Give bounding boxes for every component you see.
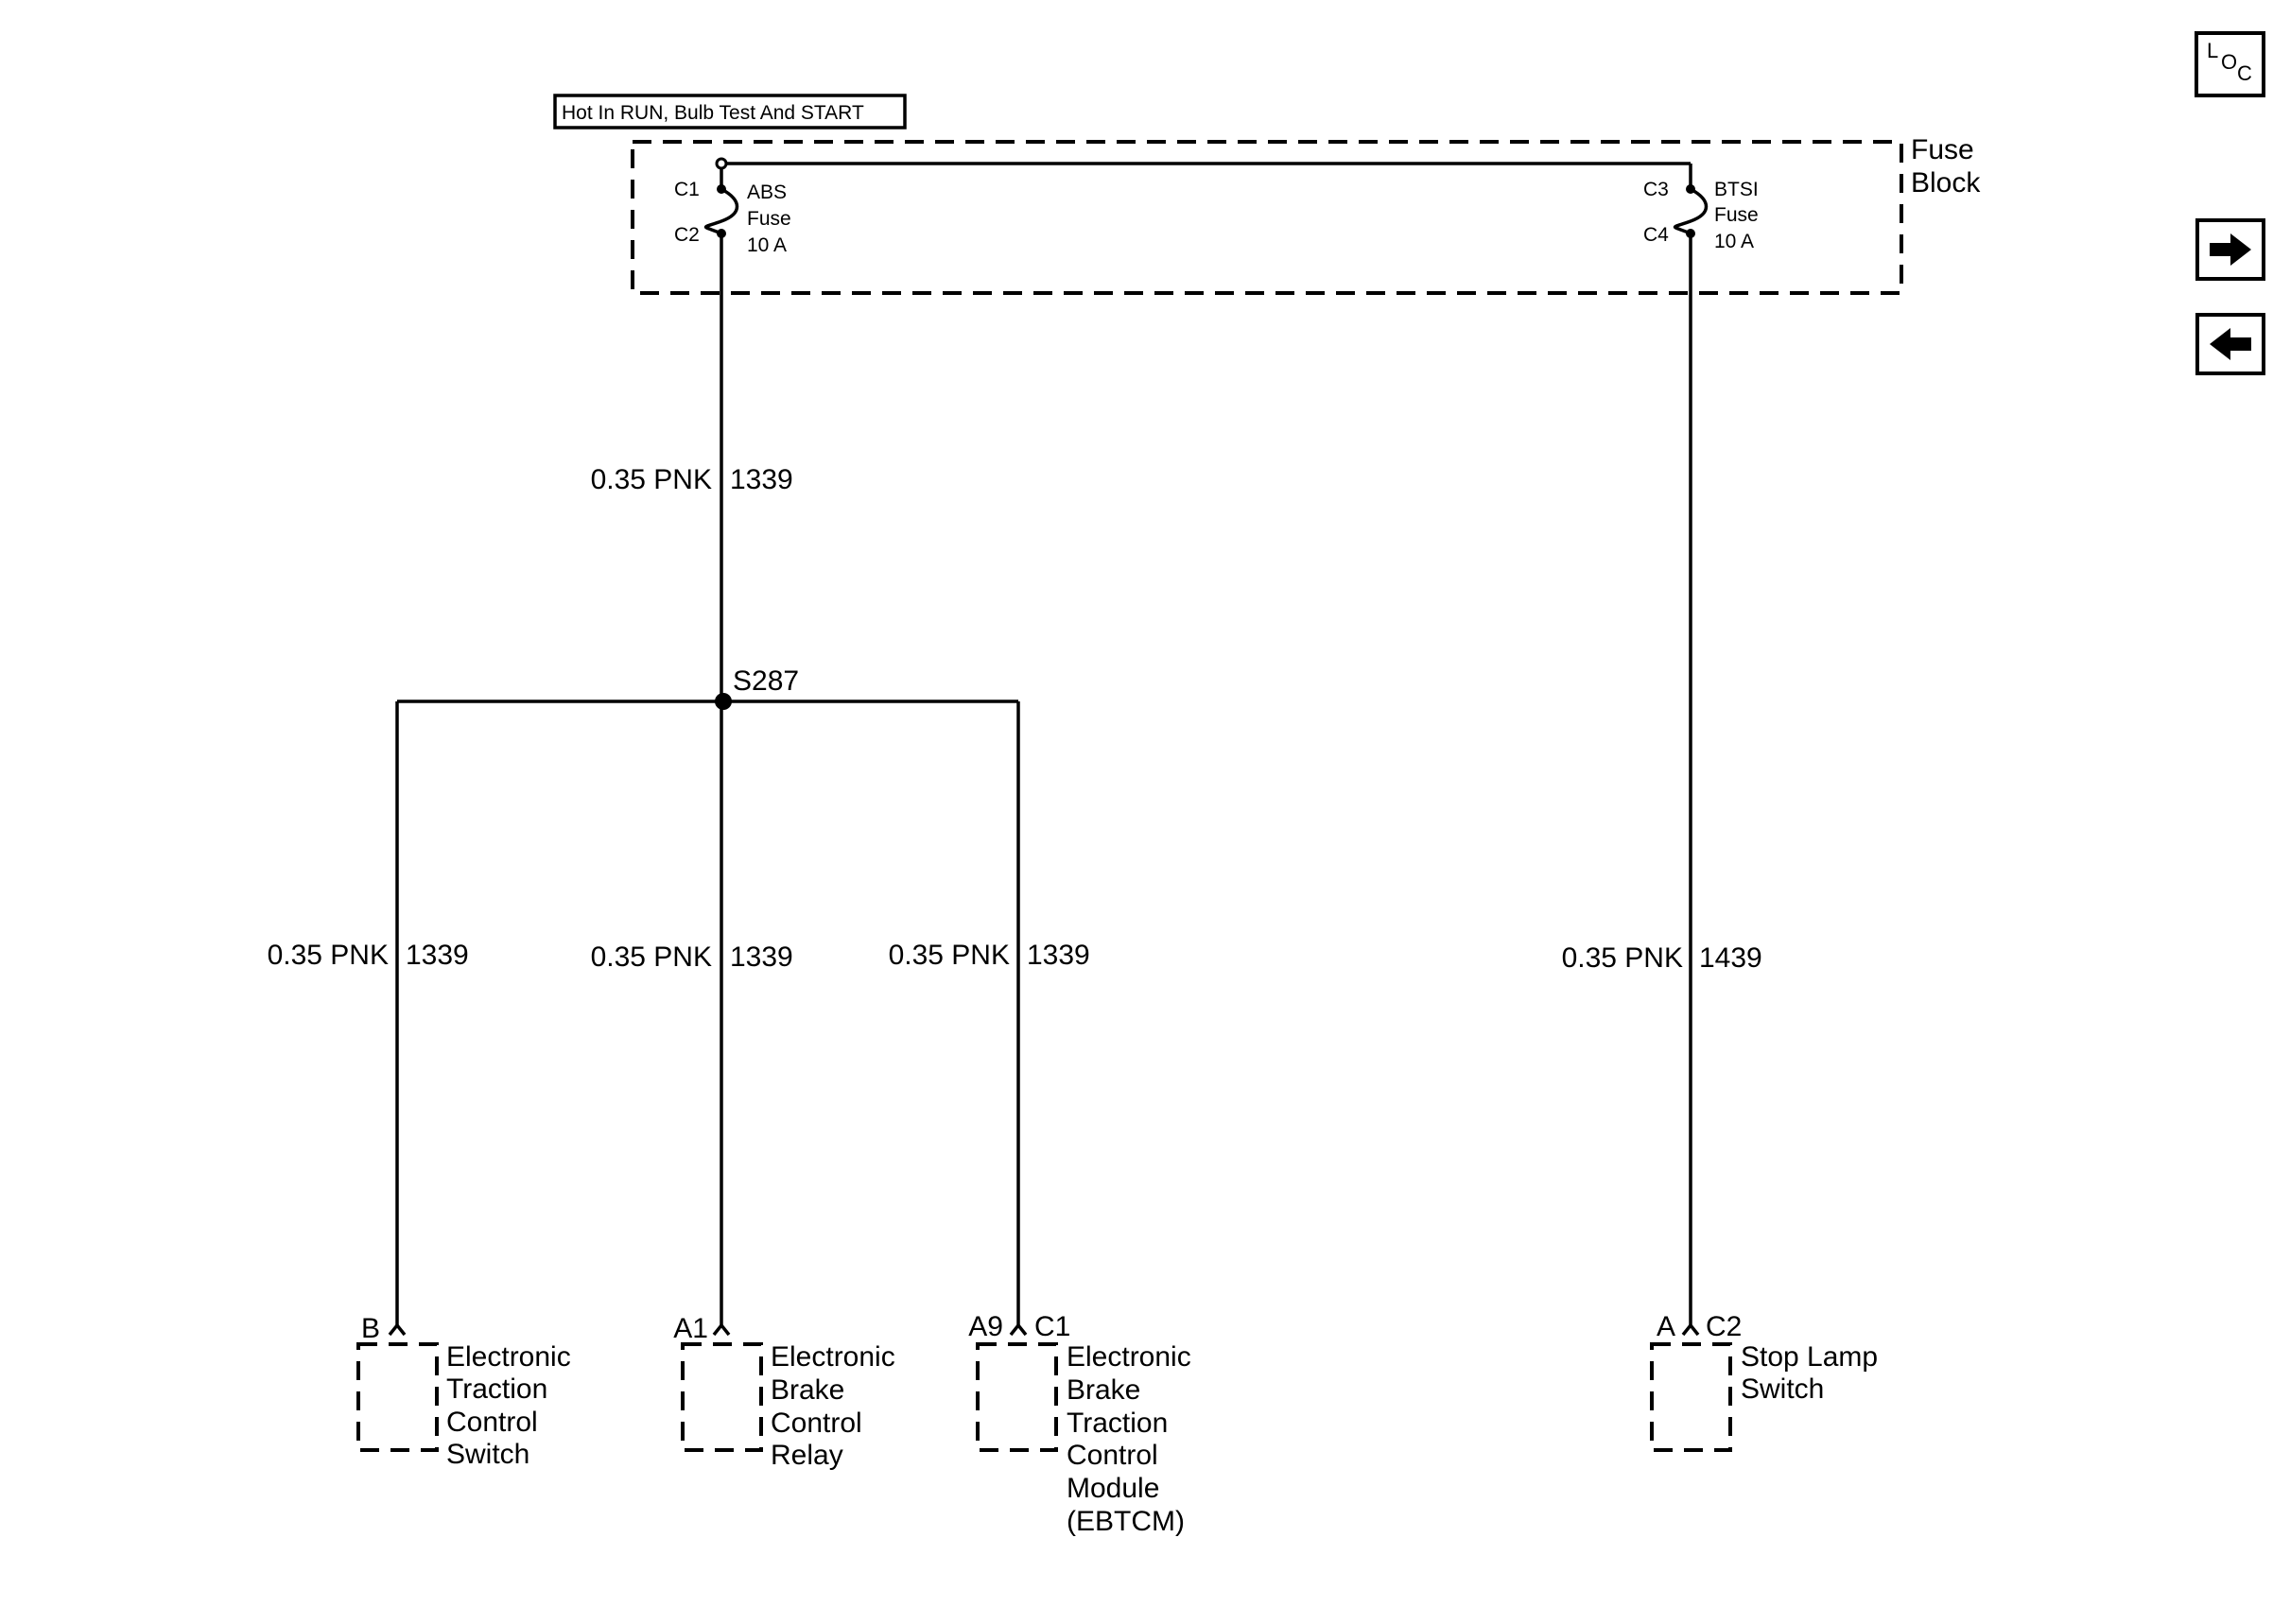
btsi-fuse-element [1673,187,1709,235]
abs-fuse-rating: 10 A [747,234,787,256]
wire-btsi-feed-circuit: 1439 [1699,942,1762,974]
abs-fuse-out-pin: C2 [674,224,700,246]
loc-letter-l: L [2207,39,2219,62]
component-stoplamp-name-line1: Stop Lamp [1741,1341,1878,1373]
component-switch-box [356,1342,439,1452]
fuse-block-label-line2: Block [1911,167,1981,199]
component-stoplamp-box [1650,1342,1732,1452]
arrow-right-icon [2210,233,2251,266]
wire-branch-module-circuit: 1339 [1027,940,1090,971]
component-switch-name-line2: Traction [446,1373,547,1405]
wire-branch-module-size-color: 0.35 PNK [889,940,1010,971]
component-relay-name-line4: Relay [771,1440,843,1471]
component-module-box [976,1342,1058,1452]
abs-fuse-element [703,187,739,235]
abs-fuse-name: ABS [747,181,787,203]
forward-button[interactable] [2195,218,2265,281]
component-module-connector-symbol [1009,1322,1028,1337]
arrow-left-icon [2210,328,2251,360]
btsi-fuse-name: BTSI [1714,179,1759,200]
bus-node [715,157,728,170]
fuse-block-label-line1: Fuse [1911,134,1974,165]
component-relay-name-line1: Electronic [771,1341,895,1373]
splice-node [715,693,732,710]
fuse-block-boundary [631,140,1903,295]
component-module-connector: C1 [1034,1311,1070,1342]
splice-label: S287 [733,665,799,697]
loc-letter-c: C [2237,61,2252,85]
component-module-name-line2: Brake [1067,1374,1140,1406]
wire-branch-switch-circuit: 1339 [406,940,469,971]
component-relay-pin: A1 [673,1313,708,1344]
abs-fuse-type: Fuse [747,208,791,230]
component-module-name-line3: Traction [1067,1408,1168,1439]
btsi-fuse-in-pin: C3 [1643,179,1669,200]
component-stoplamp-pin: A [1657,1311,1675,1342]
wire-branch-relay-circuit: 1339 [730,942,793,973]
component-module-pin: A9 [968,1311,1003,1342]
loc-letter-o: O [2221,50,2238,74]
component-module-name-line6: (EBTCM) [1067,1506,1185,1537]
back-button[interactable] [2195,313,2265,375]
abs-fuse-in-pin: C1 [674,179,700,200]
wire-btsi-feed-size-color: 0.35 PNK [1562,942,1683,974]
component-relay-box [681,1342,763,1452]
component-switch-name-line3: Control [446,1407,538,1438]
component-stoplamp-connector-symbol [1681,1322,1700,1337]
component-module-name-line1: Electronic [1067,1341,1191,1373]
power-label: Hot In RUN, Bulb Test And START [562,102,864,124]
component-relay-connector-symbol [712,1322,731,1337]
component-switch-pin: B [361,1313,380,1344]
component-module-name-line4: Control [1067,1440,1158,1471]
wire-abs-feed-size-color: 0.35 PNK [591,464,712,495]
component-stoplamp-name-line2: Switch [1741,1373,1824,1405]
location-button[interactable]: L O C [2195,31,2265,97]
btsi-fuse-rating: 10 A [1714,231,1754,252]
wire-branch-relay-size-color: 0.35 PNK [591,942,712,973]
component-switch-connector-symbol [388,1322,407,1337]
btsi-fuse-type: Fuse [1714,204,1759,226]
component-relay-name-line3: Control [771,1408,862,1439]
component-relay-name-line2: Brake [771,1374,844,1406]
component-stoplamp-connector: C2 [1706,1311,1742,1342]
wire-branch-switch-size-color: 0.35 PNK [268,940,389,971]
btsi-fuse-out-pin: C4 [1643,224,1669,246]
component-switch-name-line1: Electronic [446,1341,571,1373]
component-module-name-line5: Module [1067,1473,1159,1504]
power-label-box [553,94,907,130]
component-switch-name-line4: Switch [446,1439,529,1470]
wire-abs-feed-circuit: 1339 [730,464,793,495]
